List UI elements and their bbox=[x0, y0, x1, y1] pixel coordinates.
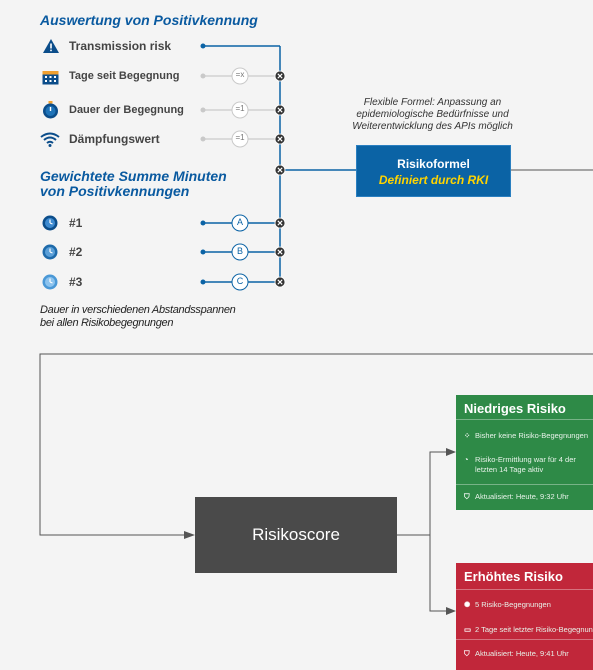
high-risk-item-updated: ⛉ Aktualisiert: Heute, 9:41 Uhr bbox=[464, 649, 593, 659]
formula-subtitle: Definiert durch RKI bbox=[378, 173, 489, 187]
low-risk-title: Niedriges Risiko bbox=[464, 401, 566, 416]
high-risk-updated-text: Aktualisiert: Heute, 9:41 Uhr bbox=[475, 649, 569, 658]
shield-icon: ⛉ bbox=[464, 492, 470, 501]
high-risk-encounters-text: 5 Risiko-Begegnungen bbox=[475, 600, 551, 609]
risk-formula-box: Risikoformel Definiert durch RKI bbox=[356, 145, 511, 197]
low-risk-item-encounters: ⁘ Bisher keine Risiko-Begegnungen bbox=[464, 431, 593, 441]
formula-note-line2: epidemiologische Bedürfnisse und bbox=[356, 109, 509, 120]
value-bubble-dauer: =1 bbox=[235, 104, 245, 113]
value-bubble-b: B bbox=[236, 246, 243, 256]
formula-title: Risikoformel bbox=[397, 157, 470, 171]
high-risk-item-encounters: ✺ 5 Risiko-Begegnungen bbox=[464, 600, 593, 610]
progress-ring-icon: ◔ bbox=[464, 455, 469, 464]
value-bubble-tage: =x bbox=[235, 70, 245, 79]
low-risk-encounters-text: Bisher keine Risiko-Begegnungen bbox=[475, 431, 588, 440]
weighted-item-1-label: #1 bbox=[69, 216, 83, 230]
risk-score-label: Risikoscore bbox=[252, 525, 340, 544]
transmission-risk-label: Transmission risk bbox=[69, 39, 172, 53]
high-risk-item-days: ▭2 Tage seit letzter Risiko-Begegnung bbox=[464, 625, 593, 635]
risk-score-box: Risikoscore bbox=[195, 497, 397, 573]
weighted-item-3-label: #3 bbox=[69, 275, 83, 289]
warning-triangle-icon bbox=[43, 39, 59, 53]
low-risk-active-text-2: letzten 14 Tage aktiv bbox=[475, 465, 544, 474]
dotted-spinner-icon: ⁘ bbox=[464, 431, 471, 440]
distance-note-line1: Dauer in verschiedenen Abstandsspannen bbox=[40, 304, 236, 316]
value-bubble-c: C bbox=[236, 276, 244, 286]
dauer-der-begegnung-label: Dauer der Begegnung bbox=[69, 104, 184, 116]
high-risk-card: Erhöhtes Risiko ✺ 5 Risiko-Begegnungen ▭2… bbox=[456, 563, 593, 670]
formula-note-line1: Flexible Formel: Anpassung an bbox=[363, 97, 502, 108]
formula-note-line3: Weiterentwicklung des APIs möglich bbox=[352, 121, 513, 132]
low-risk-updated-text: Aktualisiert: Heute, 9:32 Uhr bbox=[475, 492, 569, 501]
wifi-signal-icon bbox=[40, 132, 60, 147]
clock-icon bbox=[42, 274, 58, 290]
section1-title: Auswertung von Positivkennung bbox=[40, 12, 258, 28]
calendar-icon: ▭ bbox=[464, 625, 472, 634]
weighted-item-2-label: #2 bbox=[69, 245, 83, 259]
distance-note-line2: bei allen Risikobegegnungen bbox=[40, 317, 174, 329]
clock-icon bbox=[42, 244, 58, 260]
tage-seit-begegnung-label: Tage seit Begegnung bbox=[69, 70, 180, 82]
high-risk-days-text: 2 Tage seit letzter Risiko-Begegnung bbox=[475, 625, 593, 634]
stopwatch-icon bbox=[43, 101, 58, 119]
high-risk-title: Erhöhtes Risiko bbox=[464, 569, 563, 584]
low-risk-item-updated: ⛉ Aktualisiert: Heute, 9:32 Uhr bbox=[464, 492, 593, 502]
low-risk-item-active: ◔ Risiko-Ermittlung war für 4 der letzte… bbox=[464, 455, 593, 475]
calendar-icon bbox=[42, 71, 59, 85]
low-risk-active-text-1: Risiko-Ermittlung war für 4 der bbox=[475, 455, 576, 464]
section2-title-line1: Gewichtete Summe Minuten bbox=[40, 168, 227, 184]
branch-line bbox=[429, 451, 450, 612]
clock-icon bbox=[42, 215, 58, 231]
shield-icon: ⛉ bbox=[464, 649, 470, 658]
low-risk-card: Niedriges Risiko ⁘ Bisher keine Risiko-Be… bbox=[456, 395, 593, 510]
value-bubble-daempfung: =1 bbox=[235, 133, 245, 142]
value-bubble-a: A bbox=[236, 217, 243, 227]
daempfungswert-label: Dämpfungswert bbox=[69, 132, 160, 146]
virus-icon: ✺ bbox=[464, 600, 471, 609]
flow-loop-line bbox=[39, 353, 593, 536]
section2-title-line2: von Positivkennungen bbox=[40, 183, 190, 199]
